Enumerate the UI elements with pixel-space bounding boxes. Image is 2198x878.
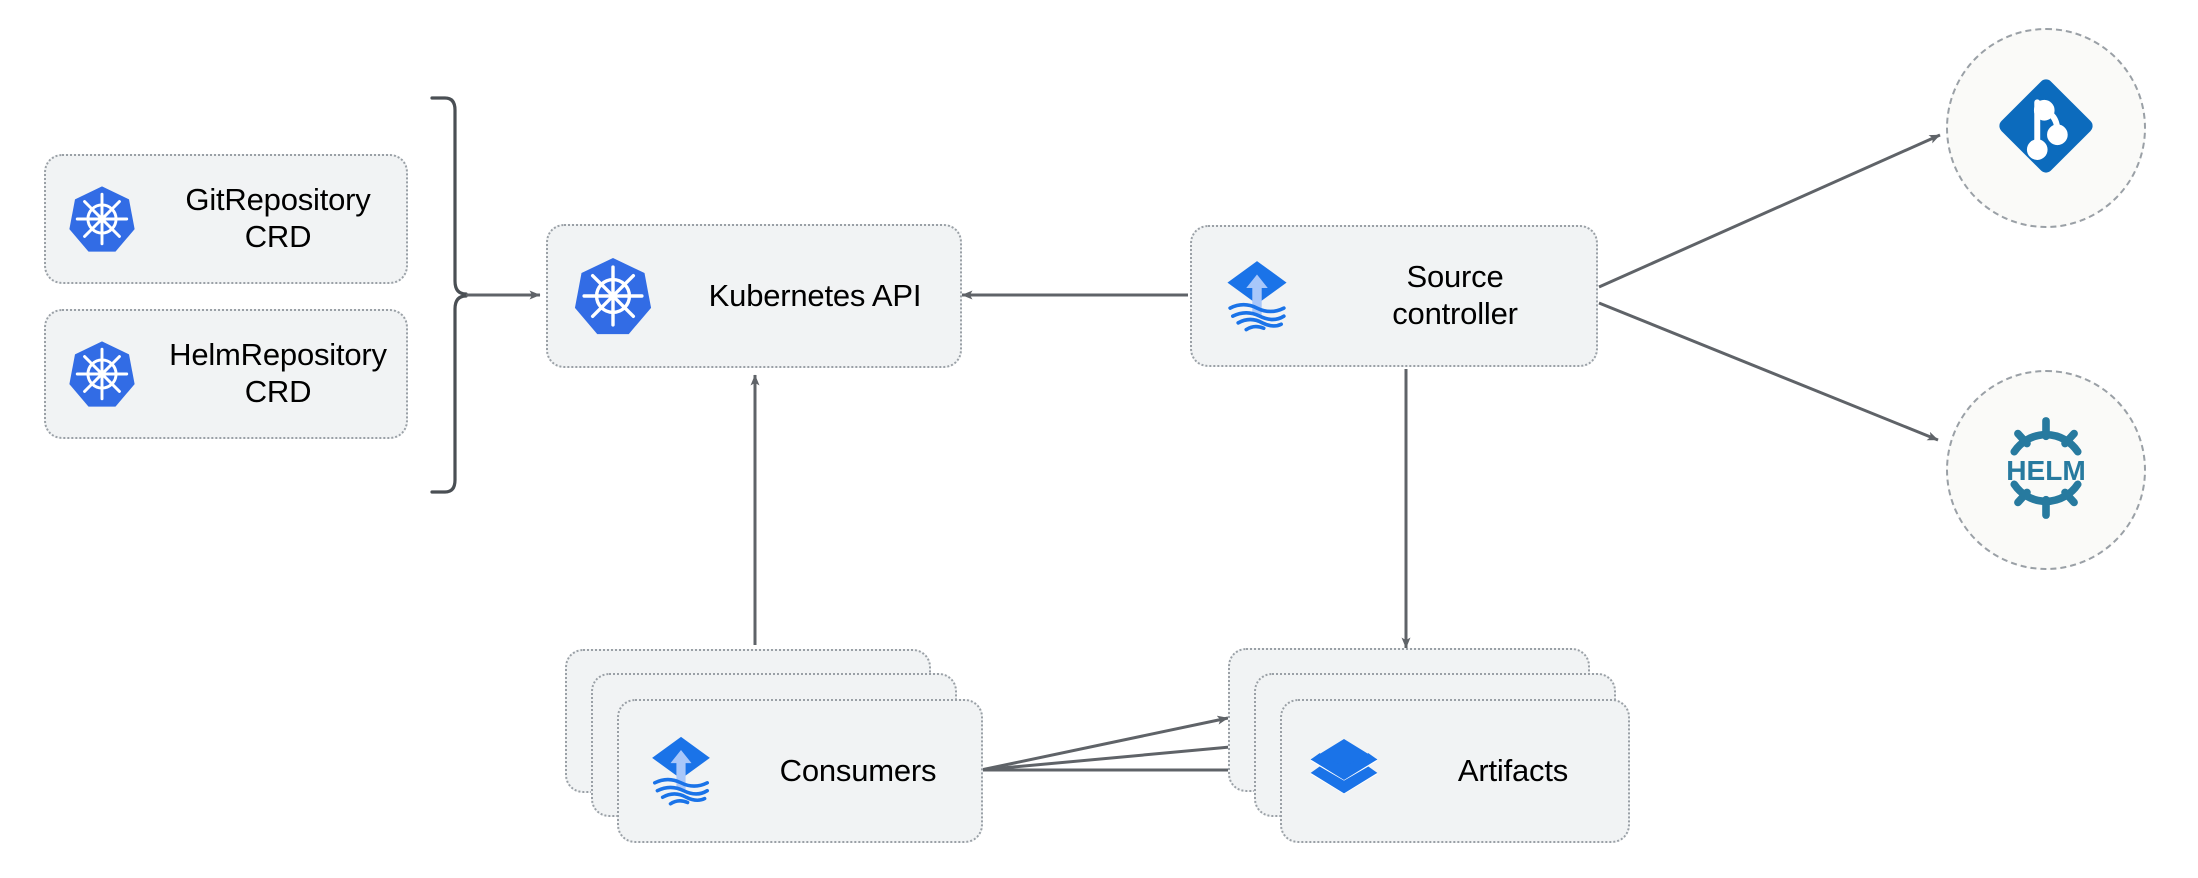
layers-icon bbox=[1282, 730, 1406, 812]
gitrepository-crd-label: GitRepository CRD bbox=[185, 182, 371, 254]
node-consumers[interactable]: Consumers bbox=[617, 699, 983, 843]
flux-icon bbox=[1192, 253, 1322, 339]
source-controller-label: Source controller bbox=[1392, 259, 1518, 331]
node-gitrepository-crd[interactable]: GitRepository CRD bbox=[44, 154, 408, 284]
node-source-controller[interactable]: Source controller bbox=[1190, 225, 1598, 367]
helm-icon: HELM bbox=[1988, 410, 2104, 531]
kubernetes-icon bbox=[46, 183, 158, 255]
kubernetes-api-label: Kubernetes API bbox=[708, 277, 922, 313]
node-helmrepository-crd[interactable]: HelmRepository CRD bbox=[44, 309, 408, 439]
crd-group-brace bbox=[430, 96, 468, 494]
artifacts-label: Artifacts bbox=[1457, 752, 1569, 788]
endpoint-helm-repository[interactable]: HELM bbox=[1946, 370, 2146, 570]
endpoint-git-repository[interactable] bbox=[1946, 28, 2146, 228]
consumers-label: Consumers bbox=[779, 752, 937, 788]
helmrepository-crd-label: HelmRepository CRD bbox=[169, 337, 387, 409]
edge-consumers-to-artifacts-middle bbox=[980, 741, 1253, 772]
node-artifacts[interactable]: Artifacts bbox=[1280, 699, 1630, 843]
node-kubernetes-api[interactable]: Kubernetes API bbox=[546, 224, 962, 368]
helm-wordmark: HELM bbox=[2006, 454, 2086, 485]
flux-icon bbox=[619, 729, 743, 813]
edge-source-controller-to-git bbox=[1598, 133, 1941, 289]
kubernetes-icon bbox=[46, 338, 158, 410]
edge-consumers-to-artifacts-back bbox=[980, 715, 1229, 772]
edge-source-controller-to-helm bbox=[1598, 301, 1939, 442]
kubernetes-icon bbox=[548, 254, 678, 338]
git-icon bbox=[1990, 70, 2102, 187]
